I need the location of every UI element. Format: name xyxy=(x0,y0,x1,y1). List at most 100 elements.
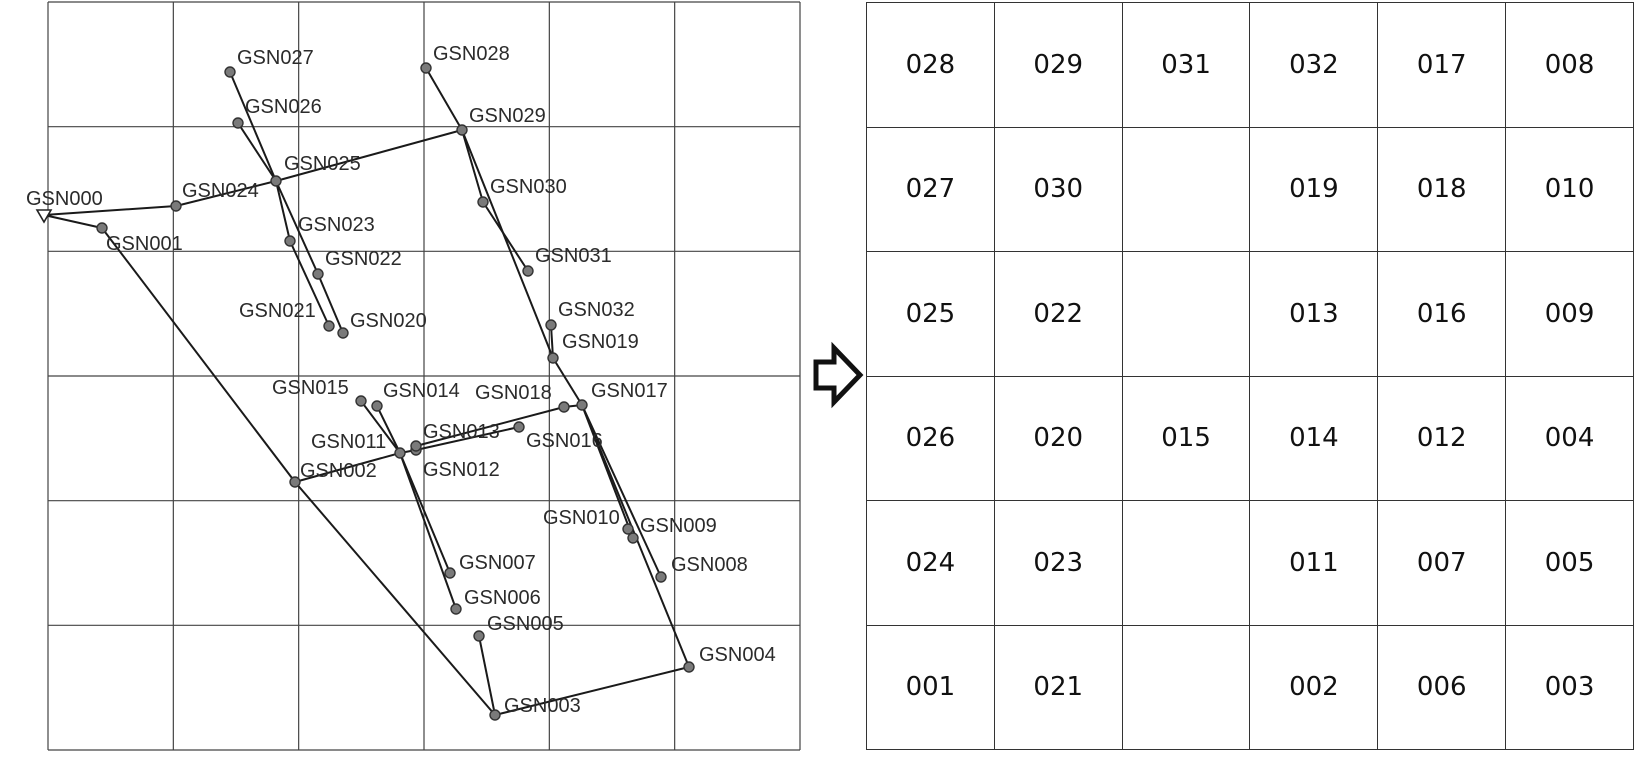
network-edge xyxy=(581,404,634,539)
network-node xyxy=(450,603,462,615)
grid-cell: 003 xyxy=(1505,624,1634,750)
node-label: GSN001 xyxy=(106,233,183,255)
grid-cell: 031 xyxy=(1121,2,1251,128)
grid-cell: 012 xyxy=(1377,375,1507,501)
node-label: GSN015 xyxy=(272,377,349,399)
node-label: GSN030 xyxy=(490,176,567,198)
network-node xyxy=(355,395,367,407)
grid-cell: 014 xyxy=(1249,375,1379,501)
network-edge xyxy=(101,227,296,483)
network-node xyxy=(513,421,525,433)
node-label: GSN000 xyxy=(26,188,103,210)
grid-cell: 008 xyxy=(1505,2,1634,128)
network-node xyxy=(312,268,324,280)
node-label: GSN004 xyxy=(699,644,776,666)
node-label: GSN027 xyxy=(237,47,314,69)
node-label: GSN025 xyxy=(284,153,361,175)
node-label: GSN012 xyxy=(423,459,500,481)
node-label: GSN003 xyxy=(504,695,581,717)
network-node xyxy=(410,440,422,452)
network-edge xyxy=(294,452,401,483)
network-node xyxy=(545,319,557,331)
node-label: GSN024 xyxy=(182,180,259,202)
grid-cell: 023 xyxy=(993,500,1123,626)
grid-cell: 016 xyxy=(1377,251,1507,377)
node-label: GSN026 xyxy=(245,96,322,118)
network-edge xyxy=(494,666,690,716)
grid-cell: 030 xyxy=(993,126,1123,252)
network-node xyxy=(627,532,639,544)
network-node xyxy=(522,265,534,277)
network-node xyxy=(170,200,182,212)
network-edge xyxy=(317,273,344,334)
grid-cell: 007 xyxy=(1377,500,1507,626)
network-node xyxy=(270,175,282,187)
grid-cell: 006 xyxy=(1377,624,1507,750)
grid-cell: 020 xyxy=(993,375,1123,501)
network-edge xyxy=(275,180,319,275)
grid-cell: 004 xyxy=(1505,375,1634,501)
grid-cell xyxy=(1121,126,1251,252)
network-diagram: GSN000GSN001GSN002GSN003GSN004GSN005GSN0… xyxy=(26,1,801,751)
network-edge xyxy=(482,201,529,272)
node-label: GSN029 xyxy=(469,105,546,127)
grid-cell: 019 xyxy=(1249,126,1379,252)
node-label: GSN032 xyxy=(558,299,635,321)
grid-cell: 010 xyxy=(1505,126,1634,252)
network-node xyxy=(655,571,667,583)
node-label: GSN021 xyxy=(239,300,316,322)
grid-cell xyxy=(1121,251,1251,377)
grid-cell xyxy=(1121,500,1251,626)
network-edge xyxy=(289,240,330,327)
network-node xyxy=(337,327,349,339)
node-label: GSN005 xyxy=(487,613,564,635)
network-edge xyxy=(237,122,277,182)
grid-cell: 021 xyxy=(993,624,1123,750)
network-edge xyxy=(294,481,496,716)
node-label: GSN013 xyxy=(423,421,500,443)
grid-cell: 005 xyxy=(1505,500,1634,626)
network-node xyxy=(394,447,406,459)
source-triangle-icon xyxy=(35,209,53,224)
node-label: GSN010 xyxy=(543,507,620,529)
network-node xyxy=(489,709,501,721)
network-node xyxy=(284,235,296,247)
network-edge xyxy=(229,71,277,182)
network-node xyxy=(547,352,559,364)
network-edge xyxy=(399,452,457,610)
network-node xyxy=(420,62,432,74)
network-node xyxy=(576,399,588,411)
network-node xyxy=(371,400,383,412)
grid-cell: 024 xyxy=(866,500,995,626)
node-label: GSN023 xyxy=(298,214,375,236)
network-edge xyxy=(399,452,451,574)
network-edge xyxy=(478,635,496,716)
node-label: GSN018 xyxy=(475,382,552,404)
network-edge xyxy=(415,426,520,451)
node-label: GSN008 xyxy=(671,554,748,576)
network-labels: GSN000GSN001GSN002GSN003GSN004GSN005GSN0… xyxy=(26,43,776,717)
network-nodes xyxy=(96,62,695,721)
grid-cell: 009 xyxy=(1505,251,1634,377)
network-node xyxy=(558,401,570,413)
grid-cell: 011 xyxy=(1249,500,1379,626)
network-edge xyxy=(376,405,401,454)
node-label: GSN022 xyxy=(325,248,402,270)
network-node xyxy=(232,117,244,129)
node-label: GSN011 xyxy=(311,431,386,453)
grid-cell: 001 xyxy=(866,624,995,750)
grid-cell: 025 xyxy=(866,251,995,377)
network-edge xyxy=(275,129,463,182)
node-label: GSN028 xyxy=(433,43,510,65)
grid-cell: 028 xyxy=(866,2,995,128)
grid-cell xyxy=(1121,624,1251,750)
network-edge xyxy=(360,400,401,454)
grid-cell: 017 xyxy=(1377,2,1507,128)
network-edge xyxy=(43,214,103,229)
network-edge xyxy=(552,357,583,406)
network-edge xyxy=(275,180,291,242)
